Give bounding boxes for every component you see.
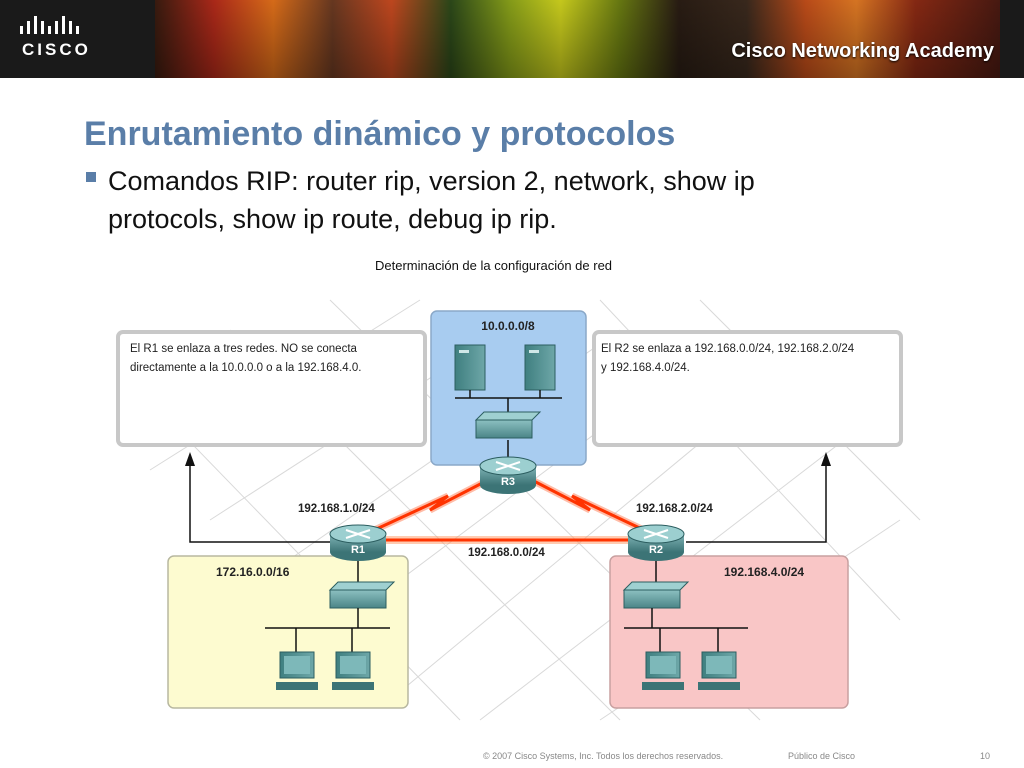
header-banner: CISCO Cisco Networking Academy (0, 0, 1024, 78)
banner-shade (155, 0, 1000, 78)
serial-link-r1-r3 (368, 474, 494, 536)
slide-title: Enrutamiento dinámico y protocolos (84, 115, 676, 153)
pc-icon (642, 651, 684, 690)
footer-page-number: 10 (980, 751, 991, 761)
r2-note-arrow (686, 462, 827, 543)
switch-icon (474, 411, 542, 439)
r1-note-line-2: directamente a la 10.0.0.0 o a la 192.16… (130, 362, 361, 374)
server-icon (454, 344, 486, 391)
r1-arrow-head-icon (185, 452, 195, 466)
switch-icon (328, 581, 396, 609)
r2-lan-bus (624, 608, 748, 652)
link-r1-r3-label: 192.168.1.0/24 (298, 503, 375, 515)
router-r2-label: R2 (649, 544, 663, 556)
link-r1-r2-label: 192.168.0.0/24 (468, 547, 545, 559)
link-r2-r3-label: 192.168.2.0/24 (636, 503, 713, 515)
router-r3-label: R3 (501, 476, 515, 488)
r3-lan-label: 10.0.0.0/8 (481, 319, 535, 333)
server-icon (524, 344, 556, 391)
r2-note-line-1: El R2 se enlaza a 192.168.0.0/24, 192.16… (601, 343, 855, 355)
r3-lan-bus (455, 390, 562, 458)
router-r1-icon (329, 524, 387, 561)
footer-classification: Público de Cisco (788, 751, 856, 761)
r1-note-box (116, 330, 427, 447)
r2-arrow-head-icon (821, 452, 831, 466)
r2-note-line-2: y 192.168.4.0/24. (601, 362, 690, 374)
r1-lan-bus (265, 608, 390, 652)
cisco-logo: CISCO (18, 16, 138, 64)
pc-icon (276, 651, 318, 690)
r2-lan-label: 192.168.4.0/24 (724, 565, 804, 579)
pc-icon (698, 651, 740, 690)
bullet-text: Comandos RIP: router rip, version 2, net… (108, 166, 755, 234)
diagram-title: Determinación de la configuración de red (375, 258, 613, 273)
r1-lan-label: 172.16.0.0/16 (216, 565, 290, 579)
router-r2-icon (627, 524, 685, 561)
r1-note-line-1: El R1 se enlaza a tres redes. NO se cone… (130, 343, 358, 355)
router-r3-icon (479, 456, 537, 494)
footer-copyright: © 2007 Cisco Systems, Inc. Todos los der… (483, 751, 724, 761)
serial-link-r2-r3 (526, 474, 650, 536)
cisco-bars-icon (20, 16, 79, 34)
academy-name: Cisco Networking Academy (731, 40, 994, 62)
r1-note-arrow (189, 462, 330, 543)
bullet-square-icon (86, 172, 96, 182)
switch-icon (622, 581, 690, 609)
r2-note-box (592, 330, 903, 447)
router-r1-label: R1 (351, 544, 365, 556)
banner-photo-strip (155, 0, 1000, 78)
cisco-wordmark: CISCO (22, 40, 91, 59)
pc-icon (332, 651, 374, 690)
